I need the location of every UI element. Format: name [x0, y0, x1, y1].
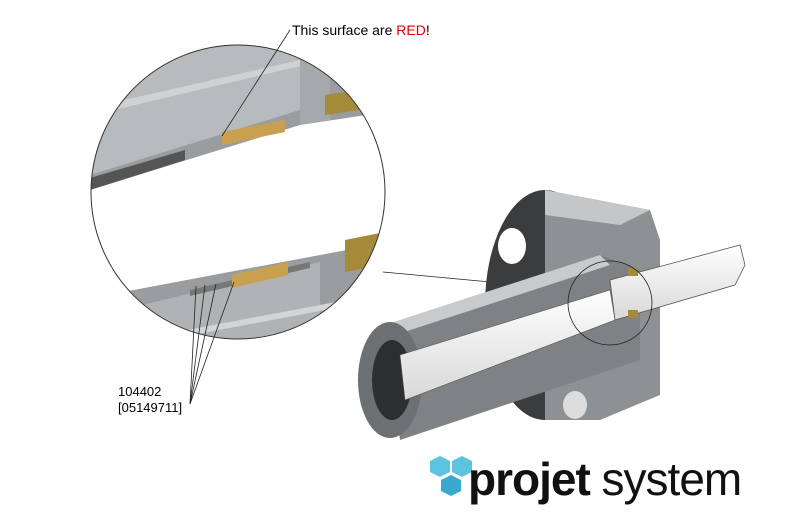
company-logo: projet system — [428, 452, 748, 518]
part-label: 104402 [05149711] — [118, 384, 182, 416]
callout-highlight: RED — [396, 22, 426, 38]
callout-text: This surface are — [292, 22, 397, 38]
part-code: [05149711] — [118, 400, 183, 415]
callout-note: This surface are RED! — [292, 22, 430, 38]
callout-suffix: ! — [425, 22, 430, 38]
logo-regular: system — [589, 453, 743, 505]
part-number: 104402 — [118, 384, 162, 399]
detail-view — [91, 45, 385, 339]
logo-bold: projet — [468, 453, 591, 505]
logo-wordmark: projet system — [468, 452, 743, 506]
part-assembly — [358, 190, 746, 440]
hexagon-cluster-icon — [430, 456, 472, 496]
